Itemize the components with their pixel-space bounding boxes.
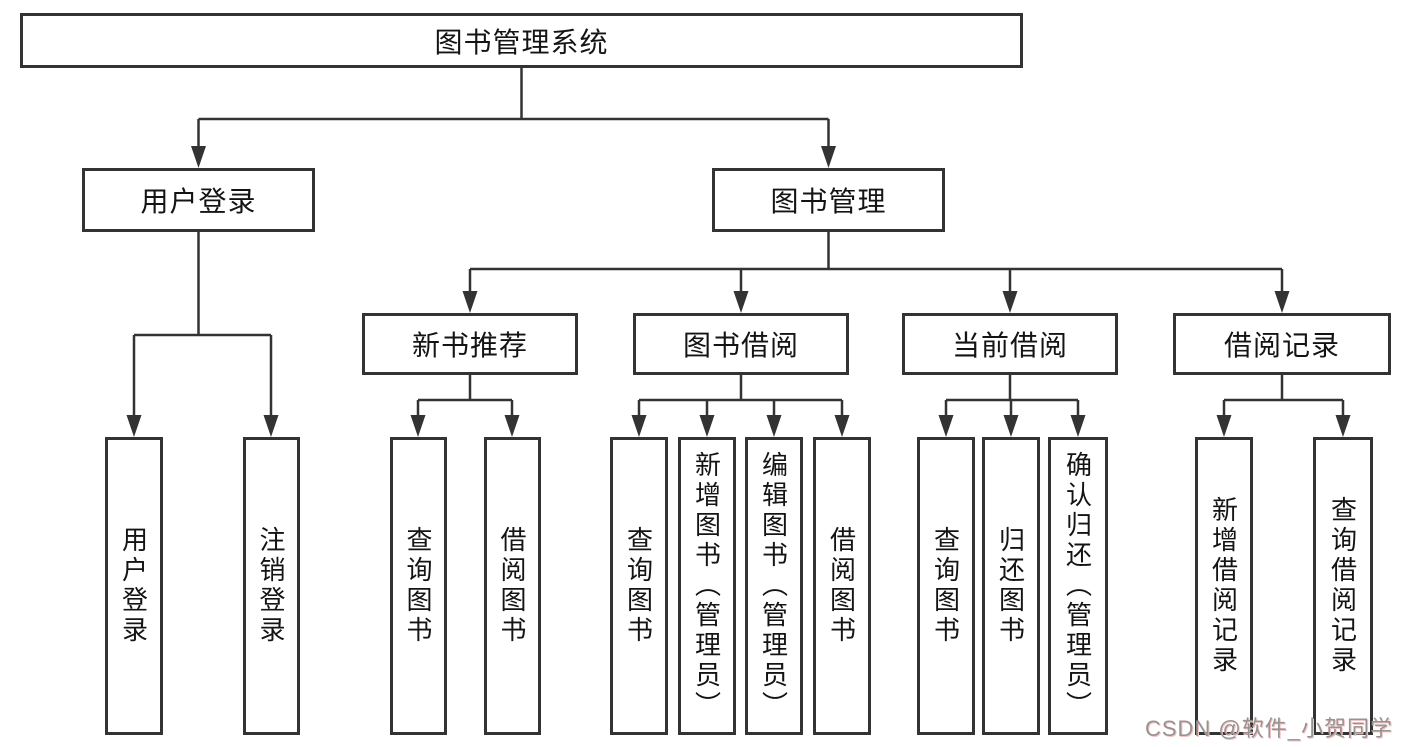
leaf-borrow-books-1: 借阅图书: [484, 437, 541, 735]
arrowhead: [699, 415, 715, 437]
arrowhead: [1216, 415, 1232, 437]
arrowhead: [733, 291, 749, 313]
leaf-query-books-2: 查询图书: [610, 437, 668, 735]
node-book-management: 图书管理: [712, 168, 945, 232]
arrowhead: [191, 146, 206, 168]
connector-login-branch: [132, 232, 273, 418]
leaf-return-books: 归还图书: [982, 437, 1040, 735]
node-borrow-records: 借阅记录: [1173, 313, 1391, 375]
arrowhead: [410, 415, 426, 437]
arrowhead: [462, 291, 478, 313]
arrowhead: [821, 146, 836, 168]
leaf-query-borrow-record: 查询借阅记录: [1313, 437, 1373, 735]
arrowhead: [1003, 415, 1019, 437]
leaf-query-books-3: 查询图书: [917, 437, 975, 735]
node-user-login: 用户登录: [82, 168, 315, 232]
arrowhead: [263, 415, 279, 437]
leaf-add-books-admin: 新增图书（管理员）: [678, 437, 736, 735]
arrowhead: [834, 415, 850, 437]
connector-records-branch: [1222, 375, 1345, 418]
leaf-logout: 注销登录: [243, 437, 300, 735]
connector-mgmt-branch: [468, 232, 1284, 294]
connector-newbook-branch: [416, 375, 514, 418]
node-book-borrow: 图书借阅: [633, 313, 849, 375]
connector-borrow-branch: [637, 375, 844, 418]
leaf-user-login: 用户登录: [105, 437, 163, 735]
leaf-add-borrow-record: 新增借阅记录: [1195, 437, 1253, 735]
arrowhead: [126, 415, 142, 437]
leaf-edit-books-admin: 编辑图书（管理员）: [745, 437, 803, 735]
connector-current-branch: [944, 375, 1080, 418]
node-new-book-recommend: 新书推荐: [362, 313, 578, 375]
arrowhead: [504, 415, 520, 437]
leaf-borrow-books-2: 借阅图书: [813, 437, 871, 735]
csdn-watermark: CSDN @软件_小贺同学: [1144, 716, 1393, 741]
arrowhead: [1070, 415, 1086, 437]
arrowhead: [1274, 291, 1290, 313]
leaf-query-books-1: 查询图书: [390, 437, 447, 735]
arrowhead: [938, 415, 954, 437]
node-root-system: 图书管理系统: [20, 13, 1023, 68]
arrowhead: [631, 415, 647, 437]
arrowhead: [1335, 415, 1351, 437]
arrowhead: [766, 415, 782, 437]
arrowhead: [1002, 291, 1018, 313]
node-current-borrow: 当前借阅: [902, 313, 1118, 375]
leaf-confirm-return-admin: 确认归还（管理员）: [1048, 437, 1108, 735]
connector-root-stem: [197, 68, 830, 149]
